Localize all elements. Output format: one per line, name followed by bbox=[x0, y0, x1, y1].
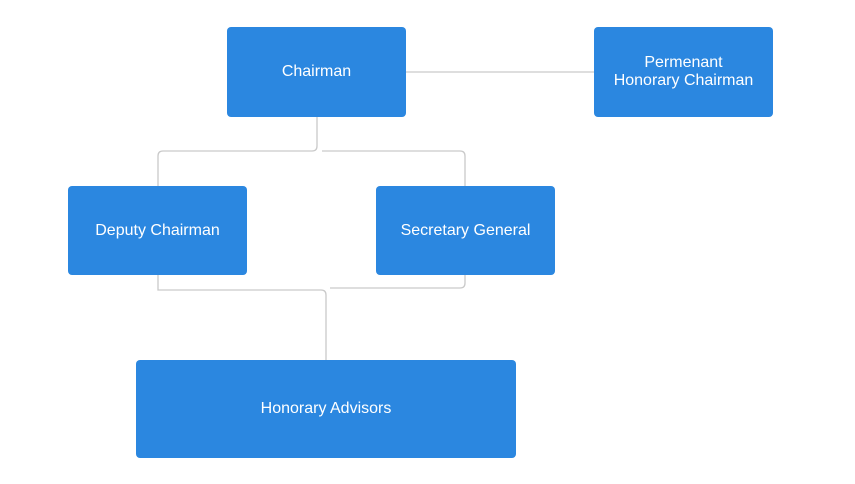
connector-deputy-to-advisors bbox=[157, 275, 327, 360]
node-permanent-honorary-chairman-line1: Permenant bbox=[644, 54, 723, 71]
node-deputy-chairman-label: Deputy Chairman bbox=[95, 221, 220, 239]
node-chairman-label: Chairman bbox=[281, 63, 352, 80]
node-permanent-honorary-chairman-line2: Honorary Chairman bbox=[613, 72, 754, 89]
node-chairman[interactable]: Chairman bbox=[227, 27, 406, 117]
node-secretary-general[interactable]: Secretary General bbox=[376, 186, 555, 275]
node-deputy-chairman[interactable]: Deputy Chairman bbox=[68, 186, 247, 275]
node-honorary-advisors-label: Honorary Advisors bbox=[260, 400, 392, 417]
connector-secretary-to-advisors bbox=[330, 275, 466, 289]
connector-chairman-to-deputy-and-secretary bbox=[157, 117, 466, 186]
node-permanent-honorary-chairman[interactable]: Permenant Honorary Chairman bbox=[594, 27, 773, 117]
node-secretary-general-label: Secretary General bbox=[400, 221, 531, 239]
node-honorary-advisors[interactable]: Honorary Advisors bbox=[136, 360, 516, 458]
